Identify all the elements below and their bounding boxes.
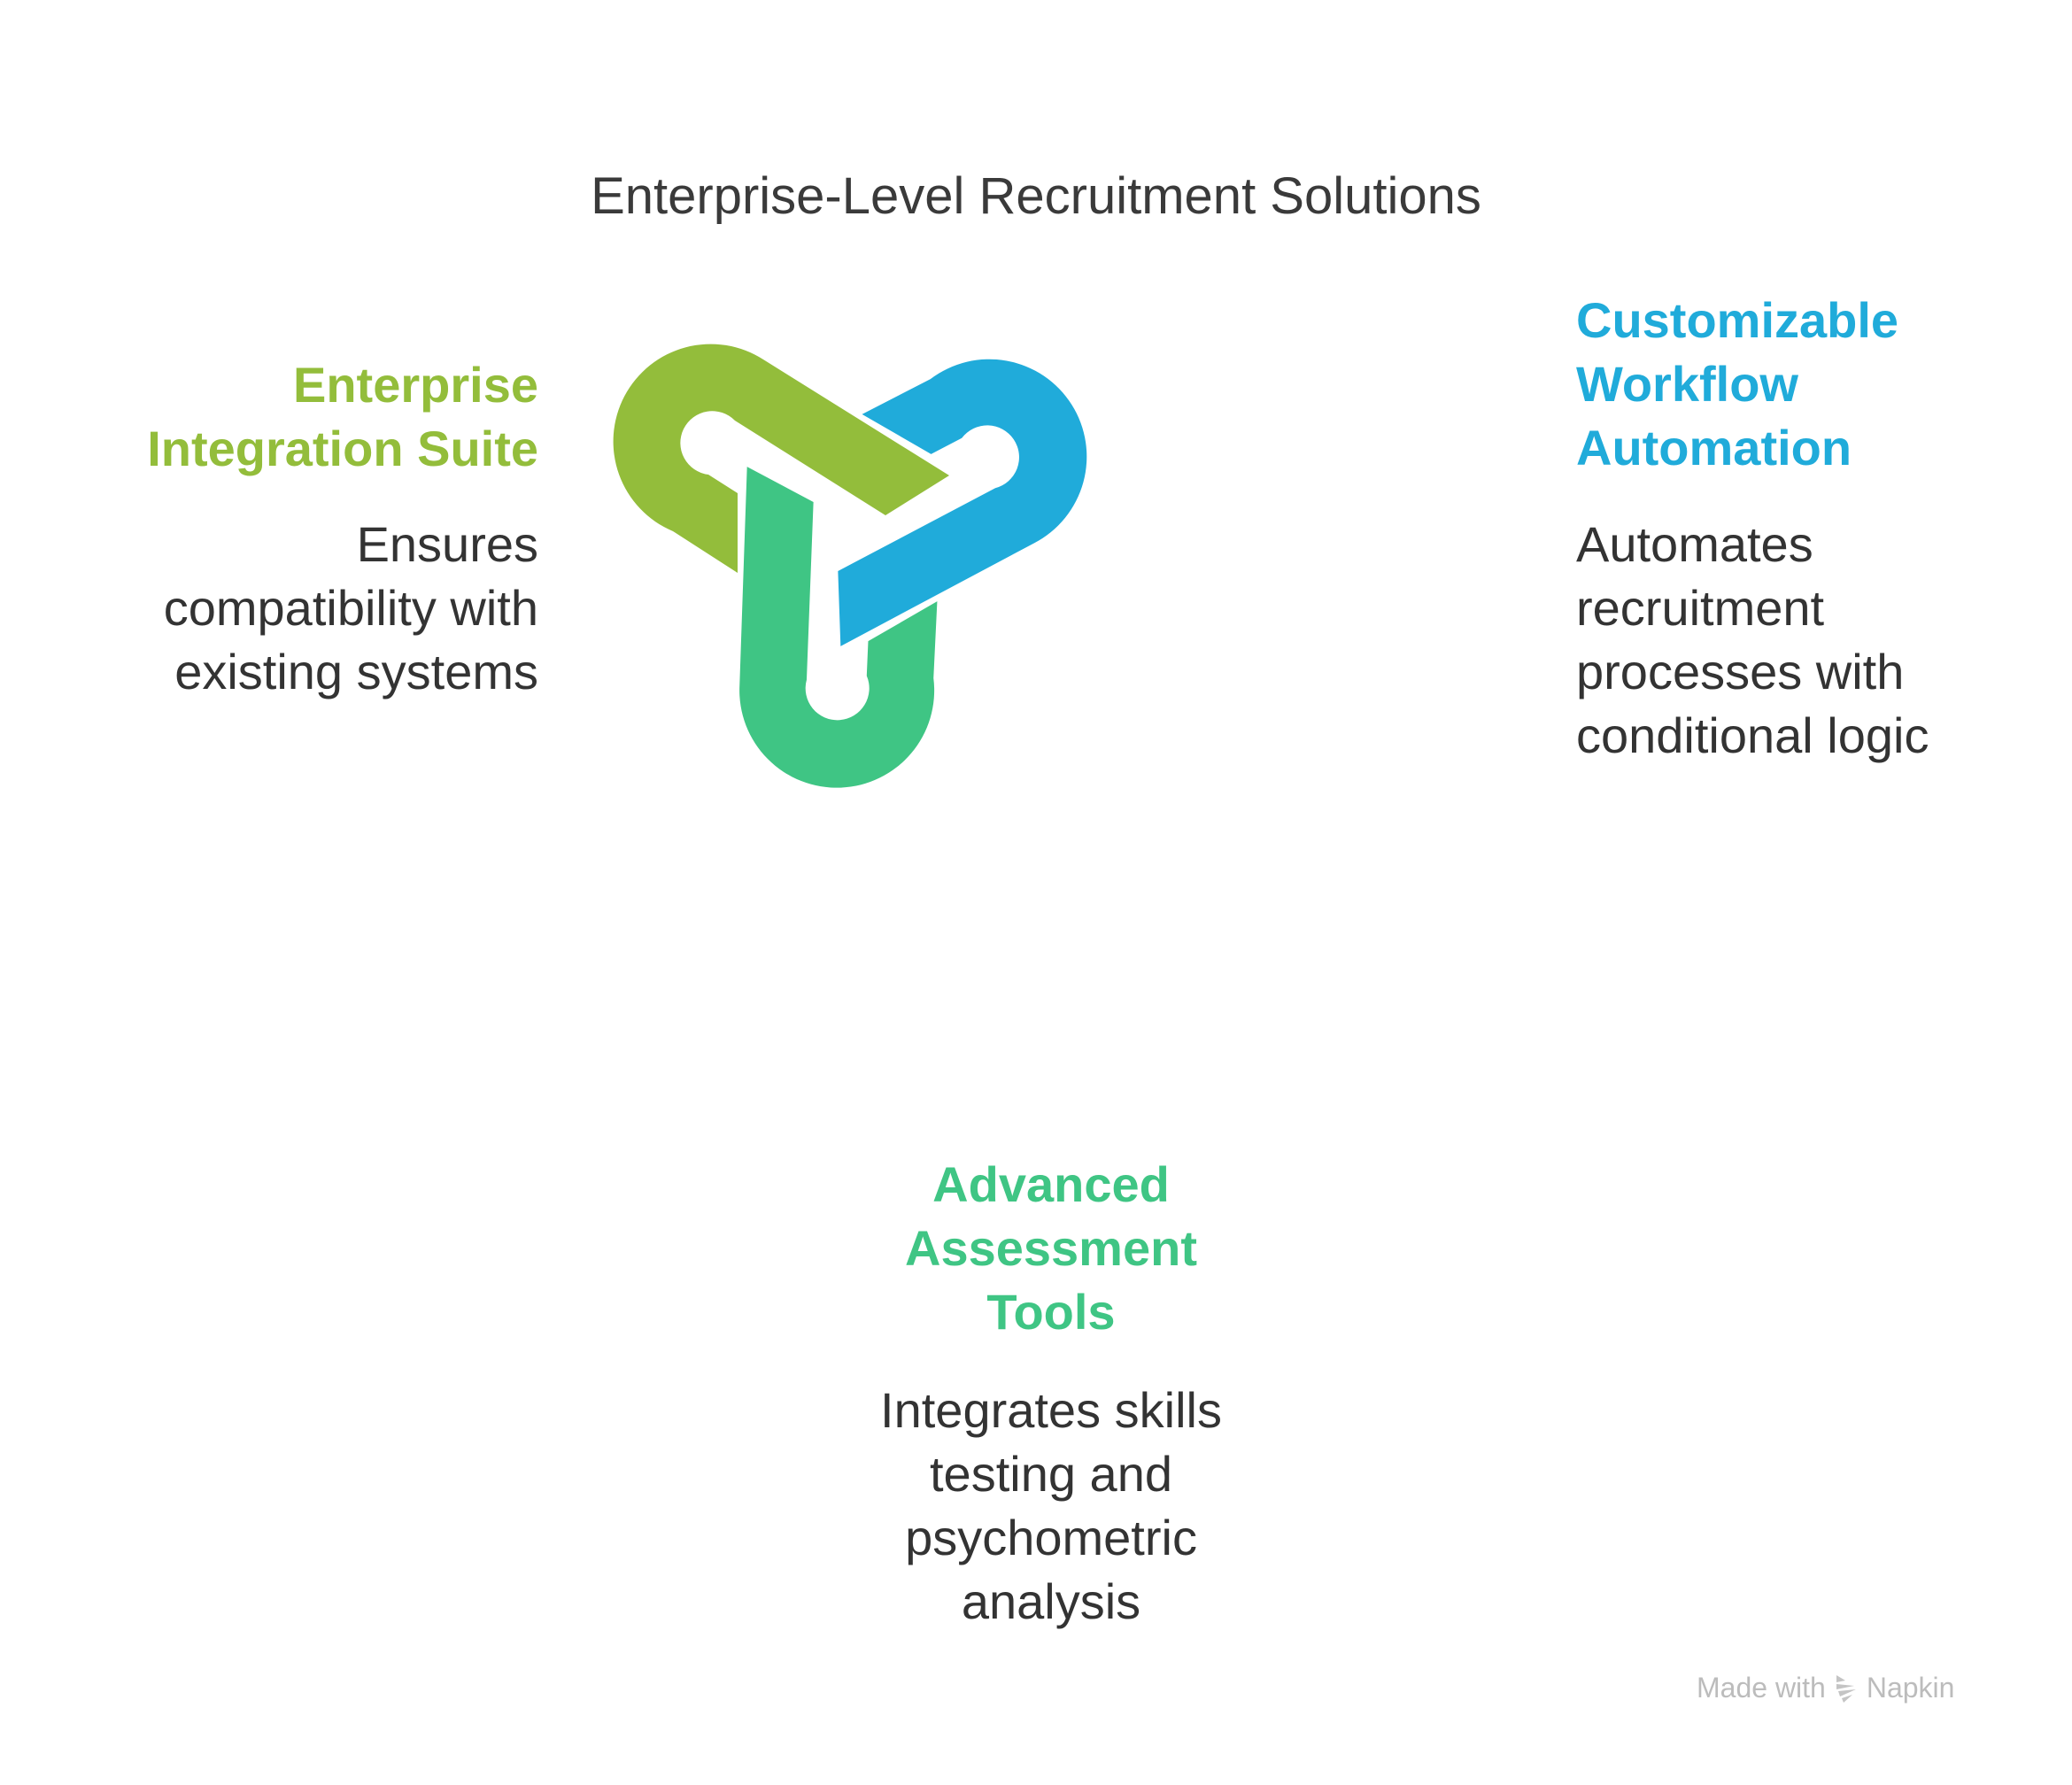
item-description: Integrates skills testing and psychometr… [785, 1379, 1317, 1634]
item-description: Ensures compatibility with existing syst… [43, 513, 538, 704]
footer-brand: Napkin [1866, 1672, 1955, 1704]
heading-line: Integration Suite [147, 421, 538, 476]
heading-line: Enterprise [293, 357, 538, 413]
description-line: conditional logic [1576, 707, 1929, 763]
heading-line: Customizable [1576, 292, 1899, 348]
heading-line: Workflow [1576, 356, 1798, 412]
heading-line: Tools [986, 1284, 1116, 1340]
description-line: existing systems [174, 644, 538, 699]
enterprise-integration-item: Enterprise Integration Suite Ensures com… [43, 353, 538, 704]
item-heading: Advanced Assessment Tools [785, 1153, 1317, 1344]
description-line: compatibility with [163, 580, 538, 636]
assessment-tools-item: Advanced Assessment Tools Integrates ski… [785, 1153, 1317, 1634]
item-heading: Customizable Workflow Automation [1576, 289, 2037, 480]
footer-prefix: Made with [1697, 1672, 1826, 1704]
heading-line: Automation [1576, 420, 1852, 475]
description-line: psychometric [905, 1510, 1197, 1565]
description-line: processes with [1576, 644, 1905, 699]
made-with-napkin-watermark: Made with Napkin [1697, 1672, 1954, 1704]
workflow-automation-item: Customizable Workflow Automation Automat… [1576, 289, 2037, 768]
napkin-logo-icon [1836, 1674, 1856, 1703]
diagram-title: Enterprise-Level Recruitment Solutions [591, 167, 1481, 225]
item-description: Automates recruitment processes with con… [1576, 513, 2037, 768]
heading-line: Advanced [932, 1156, 1170, 1212]
heading-line: Assessment [905, 1220, 1197, 1276]
description-line: Integrates skills [880, 1382, 1222, 1438]
description-line: Ensures [356, 516, 538, 572]
description-line: testing and [930, 1446, 1172, 1502]
item-heading: Enterprise Integration Suite [43, 353, 538, 481]
description-line: Automates [1576, 516, 1813, 572]
description-line: analysis [961, 1573, 1141, 1629]
description-line: recruitment [1576, 580, 1825, 636]
